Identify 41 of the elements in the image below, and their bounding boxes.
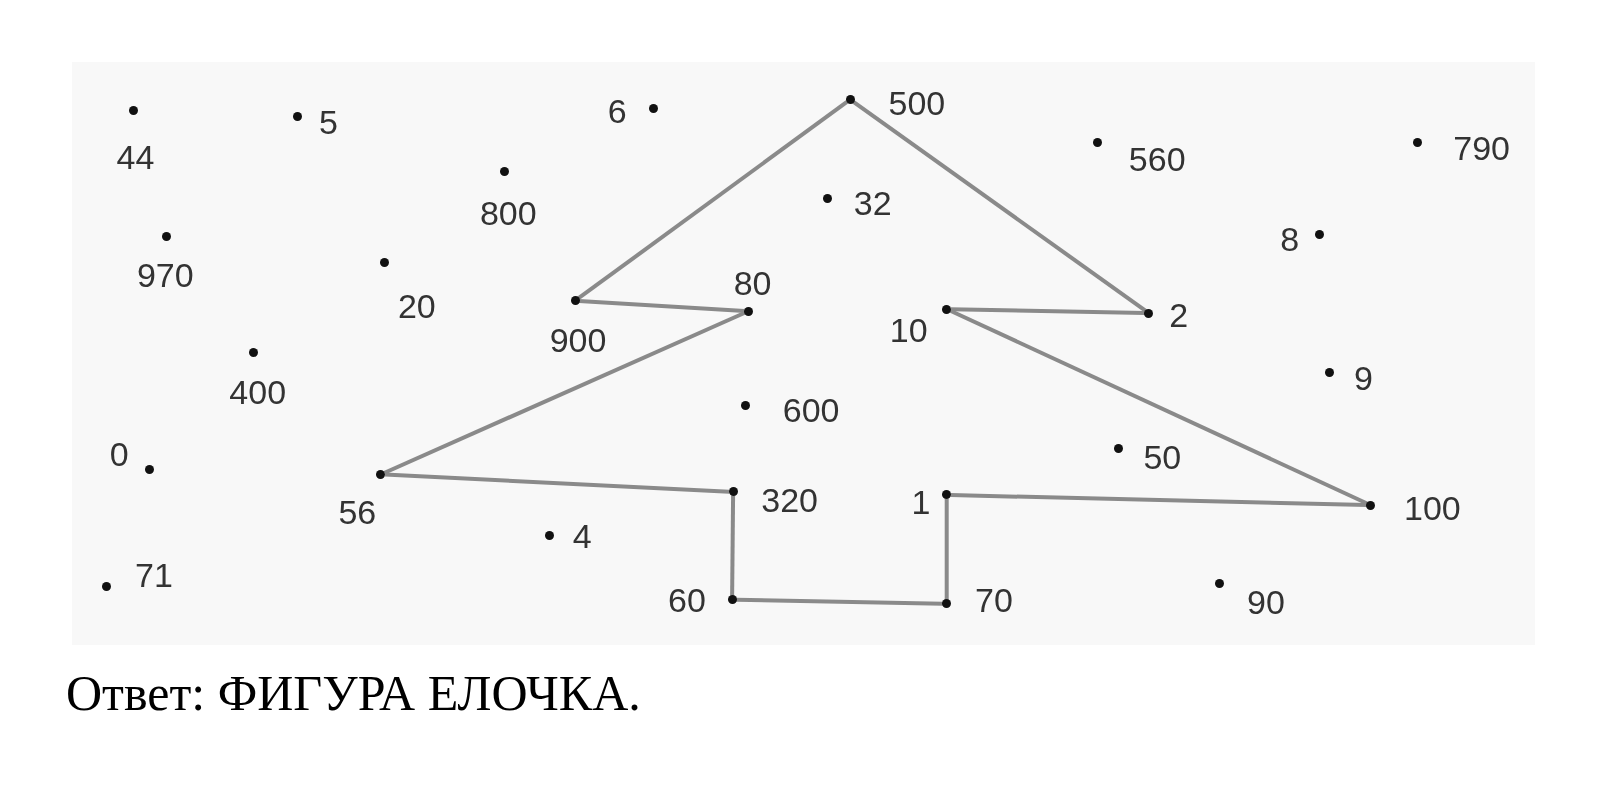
number-label: 80	[733, 266, 772, 301]
number-label: 1	[911, 485, 931, 520]
connecting-line	[578, 299, 745, 313]
number-label: 970	[136, 258, 194, 293]
number-label: 400	[229, 375, 287, 410]
number-label: 56	[338, 495, 377, 530]
number-label: 560	[1128, 142, 1186, 177]
connecting-line	[736, 597, 943, 606]
number-label: 70	[975, 582, 1013, 617]
connecting-line	[949, 308, 1368, 506]
number-label: 90	[1247, 584, 1285, 619]
number-label: 71	[135, 558, 173, 592]
connecting-line	[852, 100, 1147, 313]
number-label: 5	[319, 105, 338, 140]
connecting-line	[950, 493, 1367, 508]
number-label: 2	[1169, 298, 1189, 333]
number-label: 790	[1453, 130, 1510, 165]
connecting-line	[730, 495, 736, 596]
number-label: 32	[853, 186, 892, 221]
number-label: 50	[1143, 439, 1182, 474]
number-label: 8	[1280, 222, 1300, 257]
number-label: 100	[1404, 491, 1461, 526]
number-label: 20	[397, 288, 436, 323]
number-label: 6	[607, 93, 627, 128]
number-label: 800	[479, 195, 537, 230]
number-label: 900	[549, 322, 607, 357]
connecting-line	[577, 100, 849, 301]
number-label: 0	[109, 436, 129, 471]
number-label: 500	[888, 85, 946, 120]
number-label: 600	[782, 392, 840, 427]
number-label: 44	[116, 140, 155, 175]
number-label: 60	[668, 582, 706, 617]
number-label: 4	[572, 518, 592, 553]
number-label: 320	[761, 483, 818, 518]
connecting-line	[944, 498, 949, 600]
connecting-line	[950, 307, 1145, 316]
number-label: 10	[889, 312, 928, 347]
answer-caption: Ответ: ФИГУРА ЕЛОЧКА.	[66, 668, 641, 718]
connecting-line	[384, 472, 730, 494]
number-label: 9	[1354, 360, 1373, 395]
connecting-line	[383, 310, 746, 475]
